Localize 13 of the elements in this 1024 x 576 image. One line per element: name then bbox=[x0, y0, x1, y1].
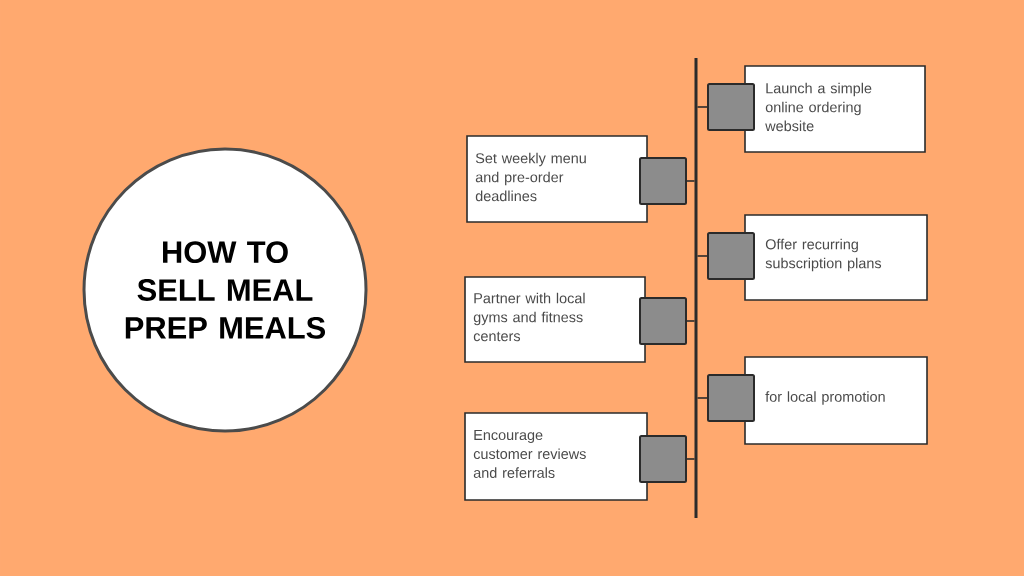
card: Launch a simple online ordering website bbox=[744, 65, 926, 153]
card: for local promotion bbox=[744, 356, 928, 445]
card: Partner with local gyms and fitness centers bbox=[464, 276, 646, 363]
timeline bbox=[694, 58, 698, 518]
connector-line bbox=[696, 255, 708, 257]
connector-line bbox=[696, 106, 708, 108]
connector-line bbox=[686, 458, 696, 460]
connector-line bbox=[686, 320, 696, 322]
connector-line bbox=[696, 397, 708, 399]
card: Set weekly menu and pre-order deadlines bbox=[466, 135, 648, 223]
card: Encourage customer reviews and referrals bbox=[464, 412, 648, 501]
card: Offer recurring subscription plans bbox=[744, 214, 928, 301]
connector-line bbox=[686, 180, 696, 182]
